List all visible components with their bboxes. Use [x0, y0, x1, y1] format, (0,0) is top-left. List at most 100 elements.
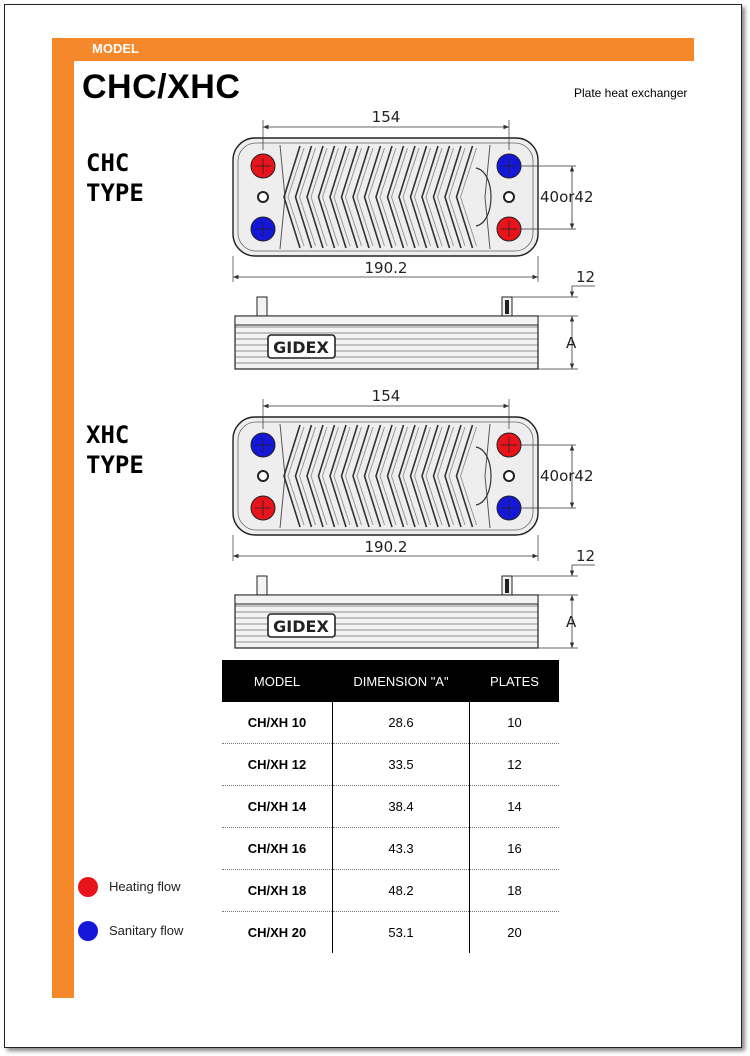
- dim-connection: 12: [576, 268, 595, 286]
- plate-outline: [232, 416, 539, 536]
- cell-plates: 10: [469, 702, 559, 744]
- dim-port-spacing: 40or42: [540, 188, 594, 206]
- table-header-row: MODEL DIMENSION "A" PLATES: [222, 660, 559, 702]
- chevron-shade: [413, 426, 431, 526]
- chevron-line: [294, 424, 313, 528]
- chevron-shade: [448, 426, 466, 526]
- chevron-line: [363, 145, 382, 249]
- chevron-line: [432, 145, 451, 249]
- chevron-line: [329, 145, 347, 249]
- chc-type-label: CHC TYPE: [86, 148, 144, 208]
- chevron-shade: [344, 147, 362, 247]
- chevron-shade: [459, 147, 477, 247]
- chevron-line: [409, 424, 428, 528]
- chevron-shade: [310, 426, 328, 526]
- chevron-line: [421, 424, 439, 528]
- chevron-shade: [333, 426, 351, 526]
- brand-text: GIDEX: [273, 338, 329, 357]
- xhc-side-view: GIDEX 12 A: [234, 547, 595, 649]
- orange-side-bar: [52, 38, 74, 998]
- cell-model: CH/XH 12: [222, 743, 333, 786]
- chevron-line: [283, 145, 301, 249]
- mounting-hole-left: [257, 470, 269, 482]
- plate-inner-outline: [237, 421, 534, 531]
- dim-port-spacing: 40or42: [540, 467, 594, 485]
- chevron-shade: [333, 147, 351, 247]
- chevron-shade: [379, 147, 397, 247]
- legend-sanitary-label: Sanitary flow: [109, 923, 184, 938]
- chevron-shade: [356, 147, 374, 247]
- legend-heating-label: Heating flow: [109, 879, 181, 894]
- cell-dimension: 48.2: [332, 869, 470, 912]
- orange-header-bar: [52, 38, 694, 61]
- plate-chevron-pattern: [283, 145, 492, 249]
- heating-flow-dot-icon: [78, 877, 98, 897]
- cell-model: CH/XH 10: [222, 702, 333, 744]
- plate-flow-bump: [475, 446, 492, 506]
- chevron-line: [306, 145, 324, 249]
- plate-outline: [232, 137, 539, 257]
- chevron-line: [317, 424, 336, 528]
- chevron-line: [409, 145, 428, 249]
- cell-dimension: 53.1: [332, 911, 470, 953]
- cell-plates: 12: [469, 743, 559, 786]
- xhc-top-view: 154 190.2 40or42: [232, 387, 594, 561]
- chevron-shade: [436, 147, 454, 247]
- table-row: CH/XH 10 28.6 10: [222, 702, 559, 744]
- chevron-line: [386, 424, 405, 528]
- header-dimension: DIMENSION "A": [332, 660, 470, 702]
- gidex-logo-plate: [267, 613, 336, 638]
- table-row: CH/XH 20 53.1 20: [222, 911, 559, 953]
- dim-total-width: 190.2: [365, 538, 408, 556]
- table-row: CH/XH 14 38.4 14: [222, 785, 559, 828]
- sanitary-flow-dot-icon: [78, 921, 98, 941]
- chevron-line: [444, 424, 462, 528]
- mounting-hole-right: [503, 470, 515, 482]
- chevron-shade: [448, 147, 466, 247]
- cell-dimension: 28.6: [332, 702, 470, 744]
- chevron-shade: [356, 426, 374, 526]
- plate-gasket: [279, 423, 491, 529]
- brand-text: GIDEX: [273, 617, 329, 636]
- plate-chevron-pattern: [283, 424, 492, 528]
- chevron-line: [398, 145, 416, 249]
- plate-gasket: [279, 144, 491, 250]
- cell-dimension: 33.5: [332, 743, 470, 786]
- xhc-type-label: XHC TYPE: [86, 420, 144, 480]
- chevron-shade: [367, 147, 385, 247]
- cell-plates: 20: [507, 925, 522, 940]
- table-row: CH/XH 16 43.3 16: [222, 827, 559, 870]
- chc-type-line2: TYPE: [86, 179, 144, 207]
- cell-plates: 16: [469, 827, 559, 870]
- chevron-shade: [390, 147, 408, 247]
- chevron-line: [375, 145, 393, 249]
- chevron-line: [340, 145, 359, 249]
- dim-inner-width: 154: [372, 108, 401, 126]
- chevron-line: [363, 424, 382, 528]
- chevron-shade: [425, 426, 443, 526]
- cell-plates: 14: [469, 785, 559, 828]
- chevron-shade: [379, 426, 397, 526]
- chevron-shade: [425, 147, 443, 247]
- chevron-shade: [436, 426, 454, 526]
- chevron-line: [432, 424, 451, 528]
- mounting-hole-right: [503, 191, 515, 203]
- header-plates: PLATES: [469, 660, 559, 702]
- chevron-line: [421, 145, 439, 249]
- chevron-shade: [459, 426, 477, 526]
- chc-type-line1: CHC: [86, 149, 130, 177]
- spec-table: MODEL DIMENSION "A" PLATES CH/XH 10 28.6…: [222, 660, 559, 953]
- chevron-line: [444, 145, 462, 249]
- chevron-shade: [402, 426, 420, 526]
- xhc-type-line1: XHC: [86, 421, 130, 449]
- cell-dimension: 38.4: [332, 785, 470, 828]
- chevron-line: [294, 145, 313, 249]
- chevron-shade: [298, 426, 316, 526]
- mounting-hole-left: [257, 191, 269, 203]
- chevron-shade: [310, 147, 328, 247]
- chevron-line: [398, 424, 416, 528]
- dim-a-label: A: [566, 334, 577, 352]
- header-model: MODEL: [222, 660, 333, 702]
- chevron-line: [455, 424, 474, 528]
